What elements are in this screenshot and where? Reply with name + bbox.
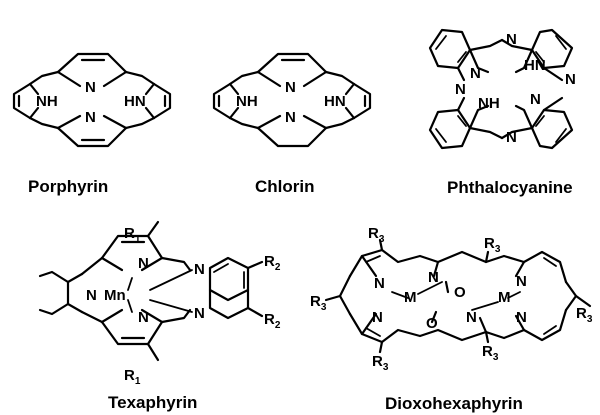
dioxohexaphyrin-label: Dioxohexaphyrin — [385, 394, 523, 413]
hn-group: HN — [124, 93, 146, 110]
nitrogen-atom: N — [285, 79, 296, 96]
nitrogen-atom: N — [428, 269, 439, 286]
nitrogen-atom: N — [455, 81, 466, 98]
nitrogen-atom: N — [466, 309, 477, 326]
hn-group: HN — [324, 93, 346, 110]
nitrogen-atom: N — [85, 109, 96, 126]
metal-atom: M — [498, 289, 511, 306]
hn-group: HN — [524, 57, 546, 74]
nh-group: NH — [236, 93, 258, 110]
r2-substituent: R2 — [264, 253, 281, 273]
manganese-atom: Mn — [104, 287, 126, 304]
nitrogen-atom: N — [86, 287, 97, 304]
phthalocyanine-structure: N N HN N N NH N N — [428, 28, 576, 150]
nitrogen-atom: N — [285, 109, 296, 126]
chlorin-label: Chlorin — [255, 177, 315, 196]
nitrogen-atom: N — [506, 31, 517, 48]
r3-substituent: R3 — [482, 343, 499, 363]
nh-group: NH — [478, 95, 500, 112]
nitrogen-atom: N — [138, 255, 149, 272]
dioxohexaphyrin-structure: N N M N O O N M N N R3 R3 R3 R3 R3 R3 — [310, 225, 593, 373]
r3-substituent: R3 — [310, 293, 327, 313]
porphyrin-label: Porphyrin — [28, 177, 108, 196]
nitrogen-atom: N — [372, 309, 383, 326]
nitrogen-atom: N — [530, 91, 541, 108]
texaphyrin-label: Texaphyrin — [108, 393, 197, 412]
phthalocyanine-label: Phthalocyanine — [447, 178, 573, 197]
nitrogen-atom: N — [516, 273, 527, 290]
r3-substituent: R3 — [368, 225, 385, 245]
oxygen-atom: O — [426, 315, 438, 332]
chlorin-structure: N N NH HN — [212, 52, 372, 148]
r1-substituent: R1 — [124, 225, 141, 245]
r2-substituent: R2 — [264, 311, 281, 331]
nitrogen-atom: N — [516, 309, 527, 326]
r3-substituent: R3 — [576, 305, 593, 325]
r3-substituent: R3 — [372, 353, 389, 373]
porphyrin-structure: N N NH HN — [12, 52, 172, 148]
oxygen-atom: O — [454, 284, 466, 301]
nitrogen-atom: N — [565, 71, 576, 88]
nitrogen-atom: N — [506, 129, 517, 146]
nitrogen-atom: N — [85, 79, 96, 96]
nitrogen-atom: N — [194, 261, 205, 278]
r3-substituent: R3 — [484, 235, 501, 255]
nitrogen-atom: N — [194, 305, 205, 322]
nitrogen-atom: N — [138, 309, 149, 326]
texaphyrin-structure: N N N Mn N N R1 R1 R2 R2 — [38, 220, 281, 387]
nitrogen-atom: N — [470, 65, 481, 82]
nh-group: NH — [36, 93, 58, 110]
metal-atom: M — [404, 289, 417, 306]
nitrogen-atom: N — [374, 275, 385, 292]
r1-substituent: R1 — [124, 367, 141, 387]
